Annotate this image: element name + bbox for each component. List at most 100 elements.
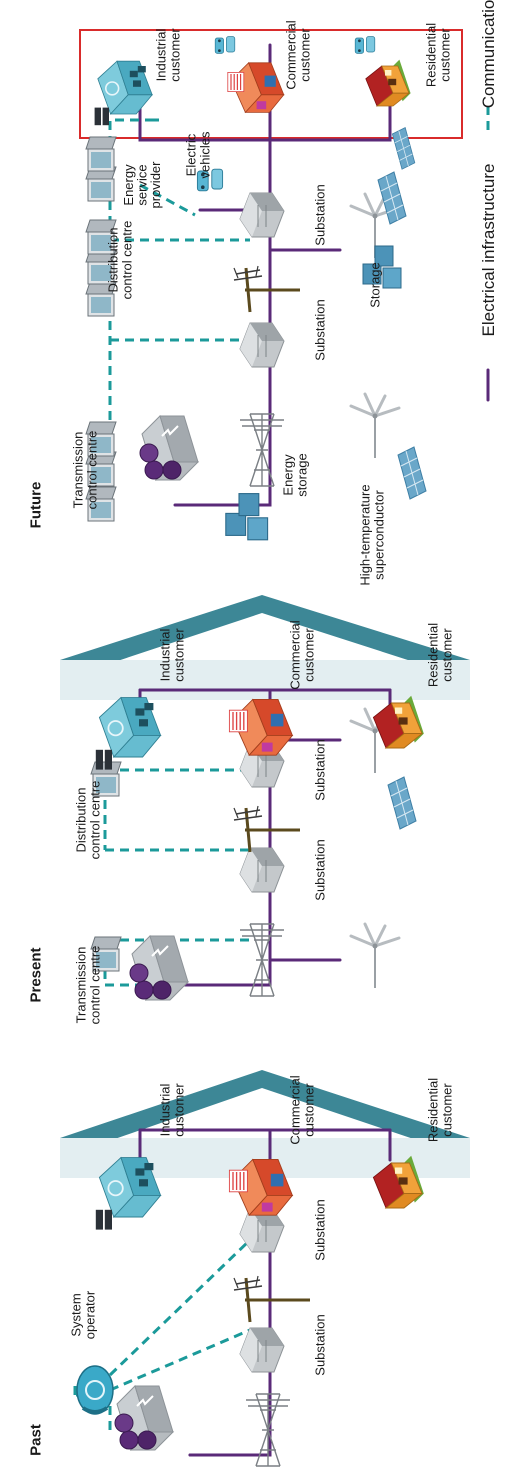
svg-text:Distributioncontrol centre: Distributioncontrol centre: [74, 781, 103, 860]
present-industrial-label-line-2: customer: [171, 628, 186, 682]
present-commercial-label-line-2: customer: [301, 628, 316, 682]
svg-text:Substation: Substation: [313, 839, 328, 900]
future-commercial-label: Commercialcustomer: [284, 20, 313, 89]
present-industrial-icon: [94, 696, 162, 771]
future-transmission-cc-label: Transmissioncontrol centre: [71, 431, 100, 510]
present-substation-2-label-line-1: Substation: [313, 739, 328, 800]
roof-shade-present: [60, 660, 470, 700]
present-transmission-cc-label: Transmissioncontrol centre: [74, 946, 103, 1025]
legend-communications-label-line-1: Communications: [479, 0, 498, 108]
present-commercial-label-line-1: Commercial: [288, 620, 303, 689]
present-residential-label: Residentialcustomer: [426, 623, 455, 687]
svg-text:Storage: Storage: [368, 262, 383, 308]
svg-text:Substation: Substation: [313, 1199, 328, 1260]
future-commercial-icon: [227, 62, 285, 114]
roof-divider-present-future: [60, 595, 470, 680]
legend-communications-label: Communications: [479, 0, 498, 108]
svg-text:Electrical infrastructure: Electrical infrastructure: [479, 164, 498, 337]
future-esp-computer-1-icon: [85, 166, 117, 202]
future-energy-storage-label: Energystorage: [281, 453, 310, 496]
past-title: Past: [27, 1424, 44, 1456]
svg-text:Transmissioncontrol centre: Transmissioncontrol centre: [71, 431, 100, 510]
past-system-operator-label: Systemoperator: [69, 1290, 98, 1339]
svg-text:High-temperaturesuperconductor: High-temperaturesuperconductor: [358, 484, 387, 585]
svg-text:Industrialcustomer: Industrialcustomer: [158, 1083, 187, 1137]
past-system-operator-label-line-2: operator: [82, 1290, 97, 1339]
future-industrial-icon: [93, 60, 153, 126]
svg-text:Commercialcustomer: Commercialcustomer: [288, 1075, 317, 1144]
present-distribution-cc-label: Distributioncontrol centre: [74, 781, 103, 860]
future-energy-storage-icon: [225, 493, 269, 541]
future-residential-icon: [365, 59, 412, 107]
present-wind-turbine-icon-1: [349, 922, 401, 990]
present-substation-2-label: Substation: [313, 739, 328, 800]
roof-divider-past-present: [60, 1070, 470, 1158]
past-residential-label-line-2: customer: [439, 1083, 454, 1137]
future-distribution-cc-label: Distributioncontrol centre: [106, 221, 135, 300]
future-commercial-ev-icon: [214, 36, 236, 54]
svg-text:Substation: Substation: [313, 184, 328, 245]
past-substation-1-label: Substation: [313, 1314, 328, 1375]
svg-text:Residentialcustomer: Residentialcustomer: [424, 23, 453, 87]
svg-text:Systemoperator: Systemoperator: [69, 1290, 98, 1339]
present-substation-1-icon: [239, 847, 285, 893]
present-substation-1-label-line-1: Substation: [313, 839, 328, 900]
svg-text:Residentialcustomer: Residentialcustomer: [426, 1078, 455, 1142]
present-commercial-icon: [228, 698, 294, 756]
past-substation-1-label-line-1: Substation: [313, 1314, 328, 1375]
future-substation-1-icon: [239, 322, 285, 368]
past-residential-label: Residentialcustomer: [426, 1078, 455, 1142]
svg-text:Residentialcustomer: Residentialcustomer: [426, 623, 455, 687]
present-power-plant-icon: [129, 935, 189, 1001]
future-electric-vehicles-label-line-1: Electric: [184, 133, 199, 176]
present-title: Present: [27, 947, 44, 1002]
svg-text:Present: Present: [27, 947, 44, 1002]
future-superconductor-label-line-1: High-temperature: [358, 484, 373, 585]
past-system-operator-label-line-1: System: [69, 1293, 84, 1336]
future-solar-panel-icon-2: [377, 171, 407, 225]
future-superconductor-label-line-2: superconductor: [371, 490, 386, 580]
svg-text:Commercialcustomer: Commercialcustomer: [284, 20, 313, 89]
svg-text:Industrialcustomer: Industrialcustomer: [158, 628, 187, 682]
past-telephone-icon: [75, 1364, 115, 1416]
future-commercial-label-line-2: customer: [297, 28, 312, 82]
future-comm-ev: [139, 183, 196, 217]
future-substation-2-label-line-1: Substation: [313, 184, 328, 245]
svg-text:Distributioncontrol centre: Distributioncontrol centre: [106, 221, 135, 300]
future-residential-label-line-1: Residential: [424, 23, 439, 87]
future-industrial-label: Industrialcustomer: [154, 28, 183, 82]
past-title-line-1: Past: [27, 1424, 44, 1456]
svg-text:Electricvehicles: Electricvehicles: [184, 131, 213, 178]
future-energy-service-label-line-2: service: [135, 164, 150, 205]
svg-text:Transmissioncontrol centre: Transmissioncontrol centre: [74, 946, 103, 1025]
past-substation-2-label: Substation: [313, 1199, 328, 1260]
future-power-plant-icon: [139, 415, 199, 481]
future-energy-service-label: Energyserviceprovider: [121, 161, 163, 209]
future-substation-1-label-line-1: Substation: [313, 299, 328, 360]
past-industrial-label-line-1: Industrial: [158, 1084, 173, 1137]
future-title-line-1: Future: [27, 482, 44, 529]
future-residential-label: Residentialcustomer: [424, 23, 453, 87]
present-residential-icon: [372, 695, 425, 749]
future-wind-turbine-icon-1: [349, 392, 401, 460]
present-residential-label-line-1: Residential: [426, 623, 441, 687]
future-energy-storage-label-line-2: storage: [294, 453, 309, 496]
svg-text:Past: Past: [27, 1424, 44, 1456]
present-substation-1-label: Substation: [313, 839, 328, 900]
future-transmission-cc-label-line-2: control centre: [84, 431, 99, 510]
future-residential-panel-icon: [391, 127, 416, 170]
present-transmission-cc-label-line-1: Transmission: [74, 947, 89, 1024]
present-industrial-label: Industrialcustomer: [158, 628, 187, 682]
legend-electrical-label-line-1: Electrical infrastructure: [479, 164, 498, 337]
future-substation-1-label: Substation: [313, 299, 328, 360]
svg-text:Substation: Substation: [313, 739, 328, 800]
future-substation-2-icon: [239, 192, 285, 238]
svg-text:Commercialcustomer: Commercialcustomer: [288, 620, 317, 689]
past-commercial-label-line-1: Commercial: [288, 1075, 303, 1144]
future-storage-label-line-1: Storage: [368, 262, 383, 308]
future-superconductor-label: High-temperaturesuperconductor: [358, 484, 387, 585]
future-storage-label: Storage: [368, 262, 383, 308]
future-energy-service-label-line-1: Energy: [121, 164, 136, 206]
svg-text:Substation: Substation: [313, 1314, 328, 1375]
